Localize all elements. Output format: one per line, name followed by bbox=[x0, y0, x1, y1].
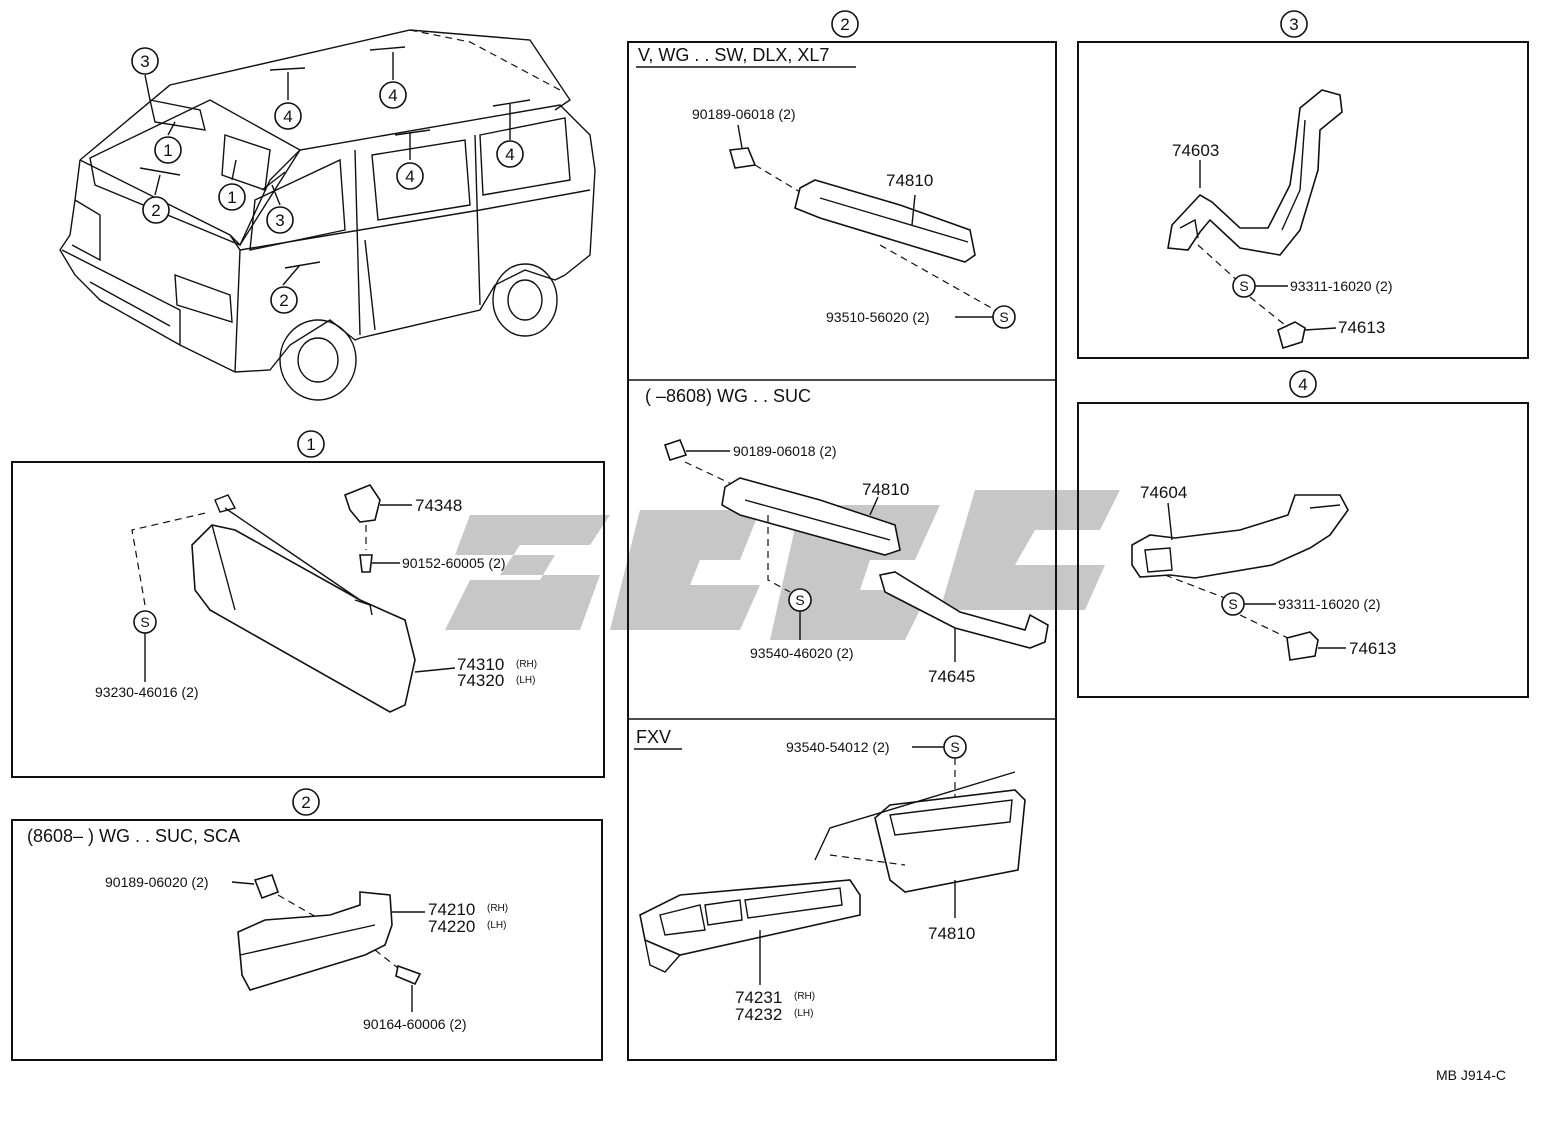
svg-text:S: S bbox=[1239, 278, 1248, 294]
callout-4-roof-a: 4 bbox=[274, 102, 302, 130]
label-93230-46016: 93230-46016 (2) bbox=[95, 684, 199, 700]
svg-text:3: 3 bbox=[140, 52, 149, 71]
label-93311-16020-b: 93311-16020 (2) bbox=[1278, 596, 1380, 612]
svg-text:S: S bbox=[950, 739, 959, 755]
svg-text:4: 4 bbox=[388, 86, 397, 105]
callout-4-window-a: 4 bbox=[396, 162, 424, 190]
callout-3-roof-front: 3 bbox=[131, 47, 159, 75]
callout-1-visor-left: 1 bbox=[154, 136, 182, 164]
svg-text:3: 3 bbox=[275, 211, 284, 230]
label-74210: 74210 bbox=[428, 900, 475, 919]
svg-text:3: 3 bbox=[1289, 15, 1298, 34]
callout-4-window-b: 4 bbox=[496, 140, 524, 168]
callout-3-pillar: 3 bbox=[266, 206, 294, 234]
svg-text:4: 4 bbox=[505, 145, 514, 164]
panel-3-pillar-grip: 3 74603 S 93311-16020 (2) 74613 bbox=[1077, 10, 1529, 359]
svg-text:1: 1 bbox=[306, 435, 315, 454]
panel-2-assist-grips: 2 V, WG . . SW, DLX, XL7 90189-06018 (2)… bbox=[627, 10, 1057, 1061]
label-74310: 74310 bbox=[457, 655, 504, 674]
svg-text:S: S bbox=[999, 309, 1008, 325]
callout-1-visor-right: 1 bbox=[218, 183, 246, 211]
header-8608-wg-suc-sca: (8608– ) WG . . SUC, SCA bbox=[27, 826, 240, 846]
label-90189-06018-a: 90189-06018 (2) bbox=[692, 106, 796, 122]
label-74231: 74231 bbox=[735, 988, 782, 1007]
svg-text:(RH): (RH) bbox=[516, 659, 537, 670]
svg-text:2: 2 bbox=[301, 793, 310, 812]
label-74613-b: 74613 bbox=[1349, 639, 1396, 658]
svg-text:2: 2 bbox=[151, 201, 160, 220]
label-93540-46020: 93540-46020 (2) bbox=[750, 645, 854, 661]
label-74810-a: 74810 bbox=[886, 171, 933, 190]
header-fxv: FXV bbox=[636, 727, 671, 747]
svg-text:(LH): (LH) bbox=[794, 1008, 813, 1019]
svg-text:S: S bbox=[1228, 596, 1237, 612]
panel-4-roof-grip: 4 74604 S 93311-16020 (2) 74613 bbox=[1077, 370, 1529, 698]
svg-text:1: 1 bbox=[163, 141, 172, 160]
svg-text:(LH): (LH) bbox=[487, 920, 506, 931]
svg-text:4: 4 bbox=[1298, 375, 1307, 394]
label-93540-54012: 93540-54012 (2) bbox=[786, 739, 890, 755]
label-74348: 74348 bbox=[415, 496, 462, 515]
callout-2-front: 2 bbox=[142, 196, 170, 224]
label-74220: 74220 bbox=[428, 917, 475, 936]
svg-text:(RH): (RH) bbox=[487, 903, 508, 914]
panel-1-sun-visor: 1 74348 90152-60005 (2) S 93230-46016 (2… bbox=[11, 430, 605, 778]
diagram-code: MB J914-C bbox=[1436, 1067, 1506, 1083]
svg-text:(LH): (LH) bbox=[516, 675, 535, 686]
label-90189-06020: 90189-06020 (2) bbox=[105, 874, 209, 890]
vehicle-overview-illustration bbox=[59, 29, 596, 401]
header-v-wg-sw-dlx-xl7: V, WG . . SW, DLX, XL7 bbox=[638, 45, 829, 65]
label-74613-a: 74613 bbox=[1338, 318, 1385, 337]
label-74810-b: 74810 bbox=[862, 480, 909, 499]
label-74645: 74645 bbox=[928, 667, 975, 686]
label-74810-c: 74810 bbox=[928, 924, 975, 943]
label-90152-60005: 90152-60005 (2) bbox=[402, 555, 506, 571]
svg-text:2: 2 bbox=[840, 15, 849, 34]
svg-text:1: 1 bbox=[227, 188, 236, 207]
svg-text:(RH): (RH) bbox=[794, 991, 815, 1002]
label-90189-06018-b: 90189-06018 (2) bbox=[733, 443, 837, 459]
callout-4-roof-b: 4 bbox=[379, 81, 407, 109]
svg-text:4: 4 bbox=[283, 107, 292, 126]
label-74604: 74604 bbox=[1140, 483, 1187, 502]
label-74320: 74320 bbox=[457, 671, 504, 690]
label-93311-16020-a: 93311-16020 (2) bbox=[1290, 278, 1392, 294]
svg-text:S: S bbox=[795, 592, 804, 608]
label-74232: 74232 bbox=[735, 1005, 782, 1024]
label-74603: 74603 bbox=[1172, 141, 1219, 160]
header-8608-wg-suc: ( –8608) WG . . SUC bbox=[645, 386, 811, 406]
callout-2-door: 2 bbox=[270, 286, 298, 314]
panel-2-armrest-8608: 2 (8608– ) WG . . SUC, SCA 90189-06020 (… bbox=[11, 788, 603, 1061]
label-90164-60006: 90164-60006 (2) bbox=[363, 1016, 467, 1032]
svg-text:4: 4 bbox=[405, 167, 414, 186]
label-93510-56020: 93510-56020 (2) bbox=[826, 309, 930, 325]
svg-text:S: S bbox=[140, 614, 149, 630]
svg-text:2: 2 bbox=[279, 291, 288, 310]
